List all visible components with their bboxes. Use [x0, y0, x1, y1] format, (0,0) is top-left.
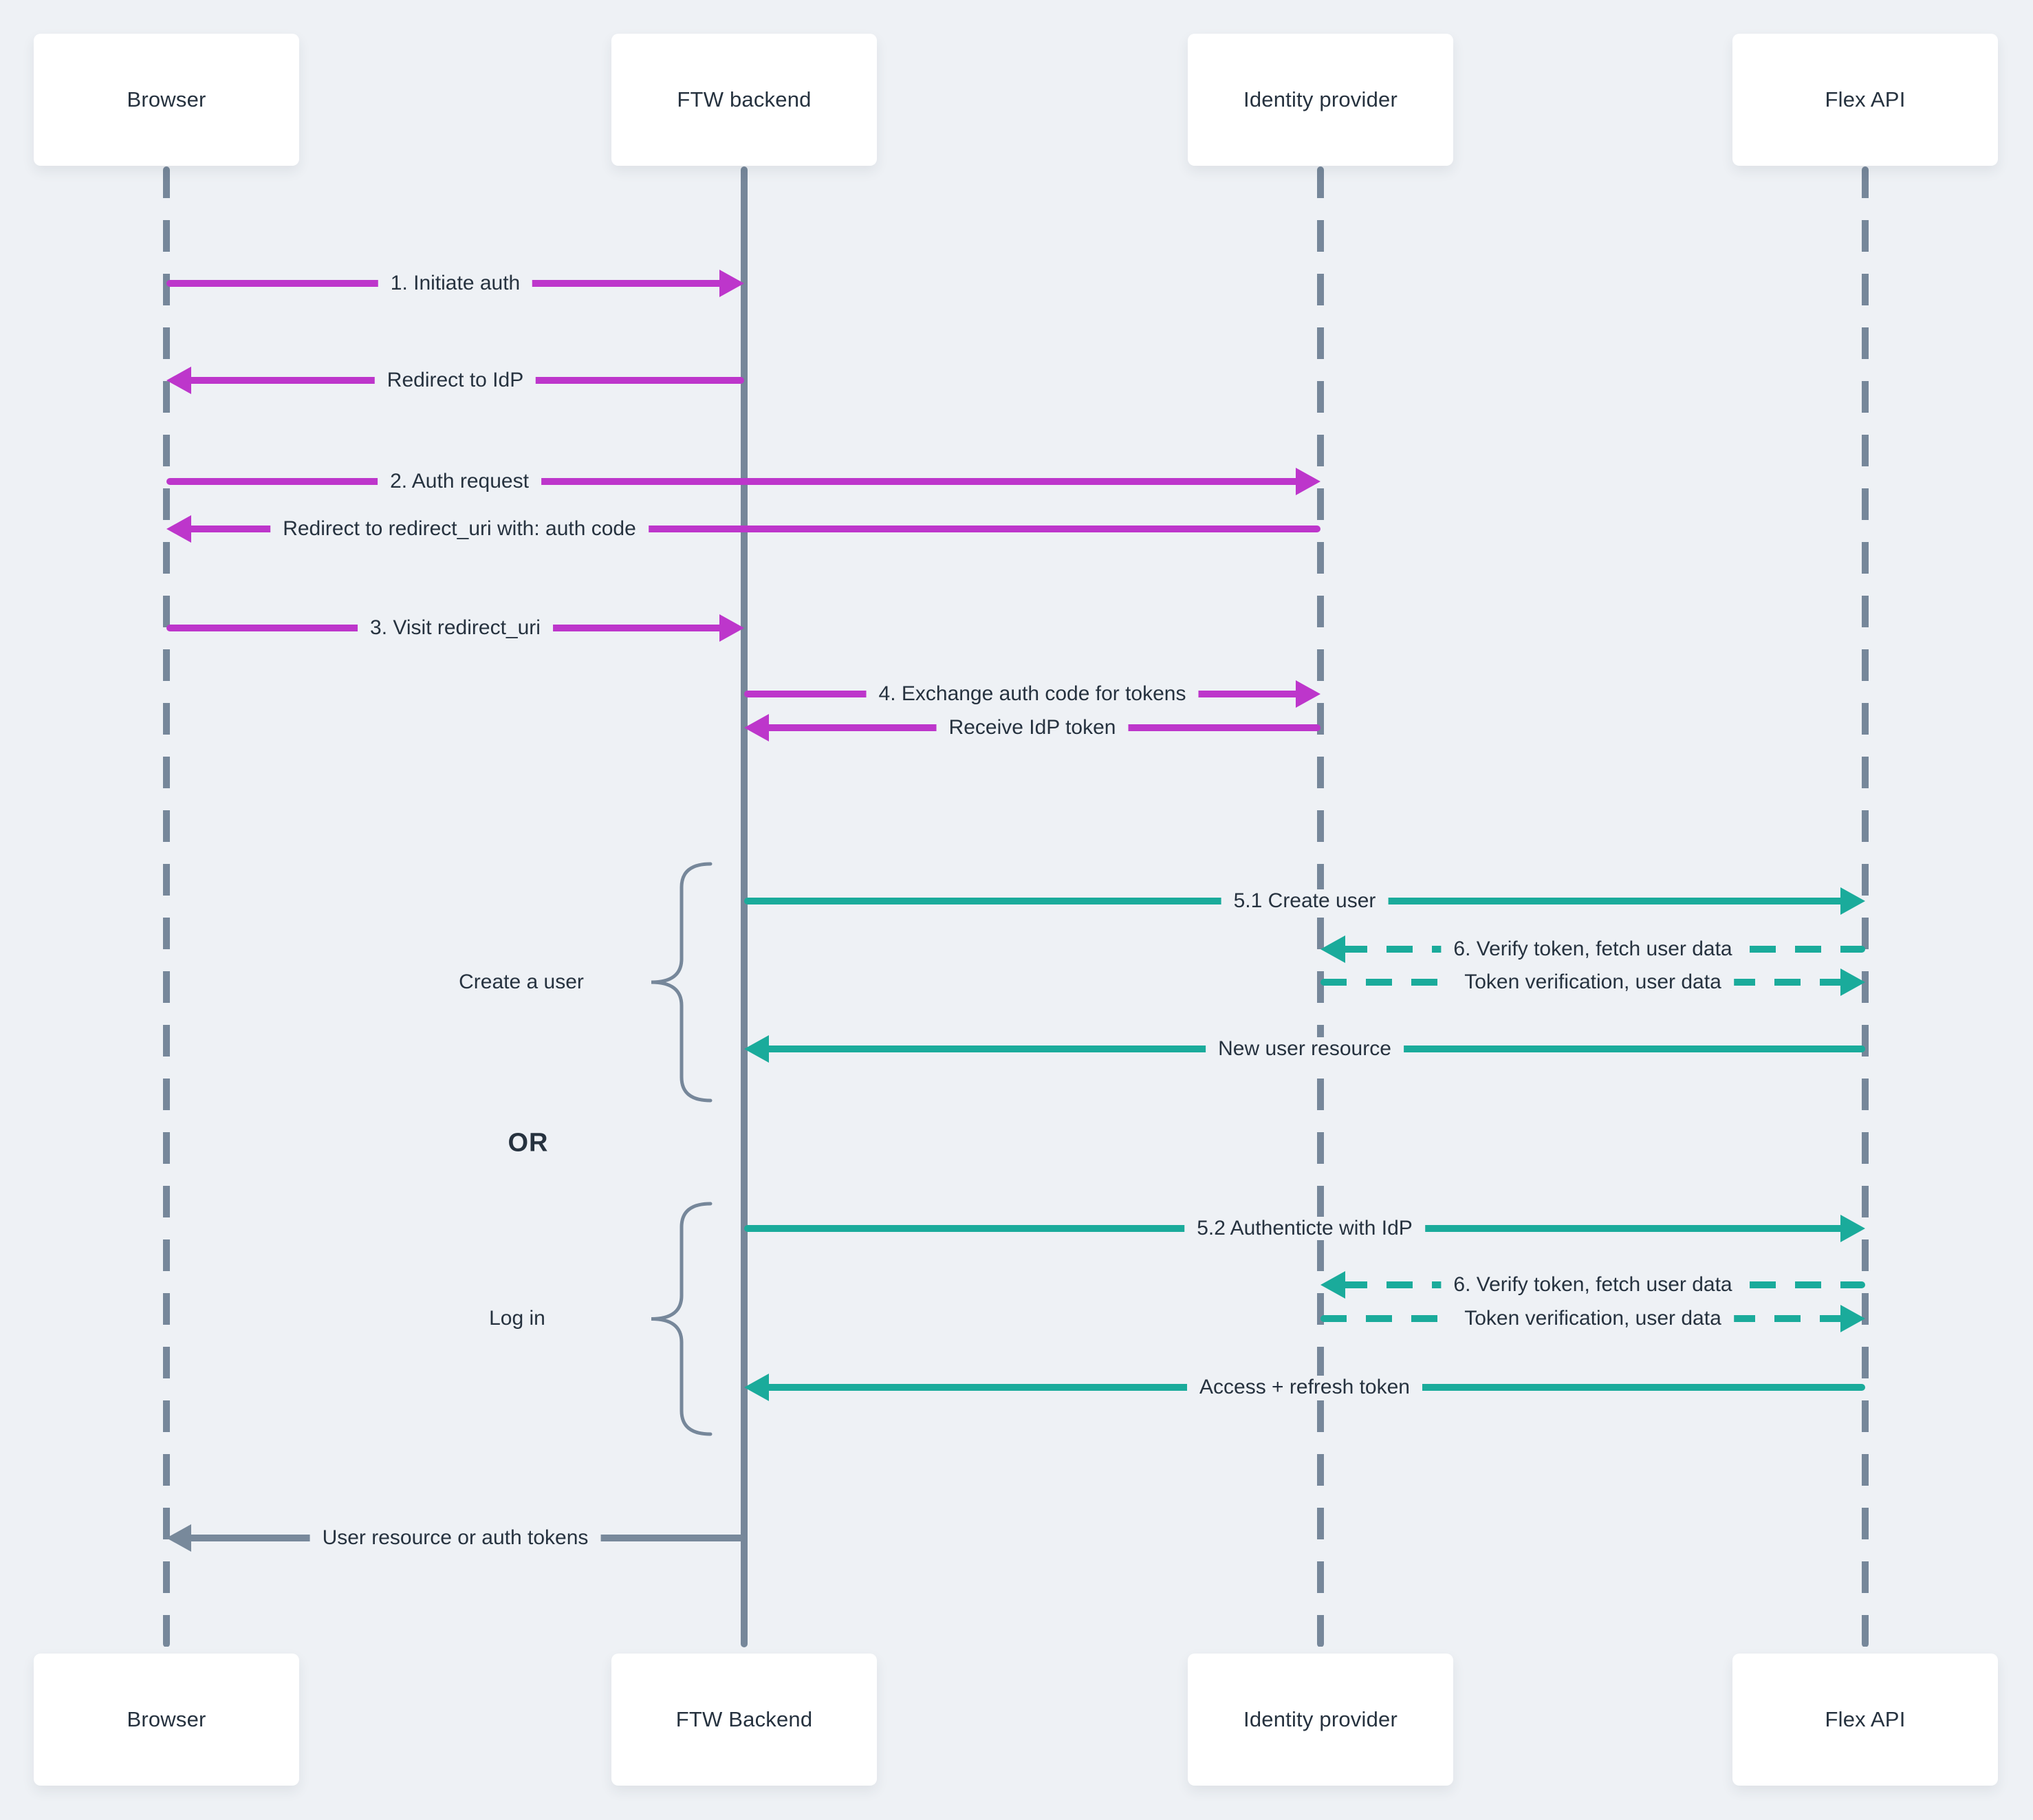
message-8: 5.1 Create user — [744, 886, 1865, 916]
message-16: User resource or auth tokens — [166, 1523, 744, 1553]
arrowhead-icon — [1296, 468, 1320, 495]
actor-label: Flex API — [1825, 1707, 1906, 1731]
message-3: 2. Auth request — [166, 466, 1320, 497]
arrowhead-icon — [1840, 887, 1865, 915]
actor-box-bottom-browser: Browser — [34, 1654, 299, 1786]
message-label: Redirect to redirect_uri with: auth code — [270, 517, 649, 541]
message-label: User resource or auth tokens — [309, 1526, 601, 1550]
actor-label: Identity provider — [1243, 87, 1398, 111]
group-brace-1 — [651, 862, 713, 1103]
message-9: 6. Verify token, fetch user data — [1320, 934, 1865, 964]
message-2: Redirect to IdP — [166, 365, 744, 396]
message-12: 5.2 Authenticte with IdP — [744, 1213, 1865, 1244]
arrowhead-icon — [1840, 1215, 1865, 1242]
message-label: 5.1 Create user — [1221, 889, 1389, 913]
actor-label: FTW Backend — [675, 1707, 813, 1731]
message-label: 5.2 Authenticte with IdP — [1184, 1217, 1425, 1240]
actor-box-top-flex: Flex API — [1732, 34, 1998, 166]
actor-label: FTW backend — [677, 87, 812, 111]
message-label: Access + refresh token — [1187, 1376, 1422, 1399]
actor-label: Browser — [127, 1707, 206, 1731]
arrowhead-icon — [1320, 1271, 1345, 1299]
arrowhead-icon — [719, 270, 744, 297]
message-label: 1. Initiate auth — [378, 272, 533, 295]
message-line — [166, 478, 1300, 485]
actor-box-bottom-flex: Flex API — [1732, 1654, 1998, 1786]
message-11: New user resource — [744, 1034, 1865, 1064]
message-label: Receive IdP token — [936, 716, 1129, 739]
message-label: 4. Exchange auth code for tokens — [866, 682, 1199, 706]
actor-box-top-browser: Browser — [34, 34, 299, 166]
message-6: 4. Exchange auth code for tokens — [744, 679, 1320, 709]
arrowhead-icon — [744, 1374, 769, 1401]
message-label: 6. Verify token, fetch user data — [1441, 1273, 1745, 1297]
message-7: Receive IdP token — [744, 713, 1320, 743]
arrowhead-icon — [166, 515, 191, 543]
group-label-2: Log in — [489, 1307, 545, 1330]
arrowhead-icon — [166, 367, 191, 394]
message-label: New user resource — [1206, 1037, 1404, 1061]
group-brace-2 — [651, 1202, 713, 1436]
message-14: Token verification, user data — [1320, 1303, 1865, 1334]
message-4: Redirect to redirect_uri with: auth code — [166, 514, 1320, 544]
message-label: Redirect to IdP — [374, 369, 536, 392]
actor-label: Identity provider — [1243, 1707, 1398, 1731]
arrowhead-icon — [1840, 1305, 1865, 1332]
message-1: 1. Initiate auth — [166, 268, 744, 299]
or-label: OR — [508, 1128, 549, 1158]
lifeline-flex — [1862, 166, 1869, 1647]
arrowhead-icon — [1320, 935, 1345, 963]
arrowhead-icon — [1296, 680, 1320, 708]
arrowhead-icon — [719, 614, 744, 642]
group-label-1: Create a user — [459, 971, 584, 993]
actor-box-bottom-idp: Identity provider — [1188, 1654, 1453, 1786]
message-10: Token verification, user data — [1320, 967, 1865, 997]
arrowhead-icon — [1840, 968, 1865, 996]
message-13: 6. Verify token, fetch user data — [1320, 1270, 1865, 1300]
arrowhead-icon — [744, 1035, 769, 1063]
message-label: 6. Verify token, fetch user data — [1441, 938, 1745, 961]
lifeline-ftw — [741, 166, 748, 1647]
lifeline-browser — [163, 166, 170, 1647]
actor-label: Flex API — [1825, 87, 1906, 111]
message-label: 2. Auth request — [378, 470, 541, 493]
arrowhead-icon — [166, 1524, 191, 1552]
message-line — [187, 526, 1320, 532]
actor-box-bottom-ftw: FTW Backend — [611, 1654, 877, 1786]
message-label: 3. Visit redirect_uri — [358, 616, 553, 640]
actor-box-top-ftw: FTW backend — [611, 34, 877, 166]
message-label: Token verification, user data — [1452, 971, 1734, 994]
actor-box-top-idp: Identity provider — [1188, 34, 1453, 166]
message-5: 3. Visit redirect_uri — [166, 613, 744, 643]
actor-label: Browser — [127, 87, 206, 111]
message-15: Access + refresh token — [744, 1372, 1865, 1402]
arrowhead-icon — [744, 714, 769, 741]
message-label: Token verification, user data — [1452, 1307, 1734, 1330]
